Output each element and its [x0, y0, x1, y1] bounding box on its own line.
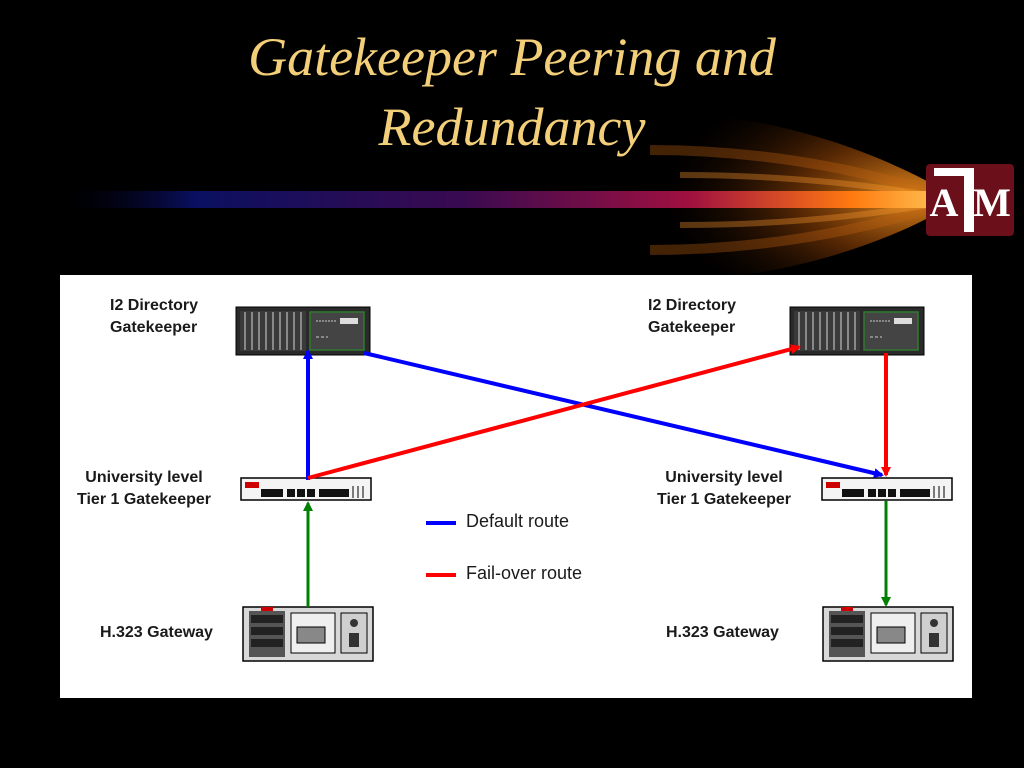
right-tier1-label-line-1: University level: [665, 469, 783, 486]
right-gateway-label: H.323 Gateway: [666, 624, 779, 641]
logo-letter-m: M: [973, 180, 1011, 225]
left-directory-gatekeeper-device: [235, 306, 371, 356]
right-directory-label-line-2: Gatekeeper: [648, 319, 736, 336]
failover-route-left-tier1-to-right-directory: [307, 344, 801, 480]
decorative-light-beam: [60, 111, 977, 280]
right-directory-label: I2 Directory Gatekeeper: [648, 295, 736, 339]
diagram-panel: I2 Directory Gatekeeper I2 Directory Gat…: [60, 275, 972, 698]
left-tier1-label-line-2: Tier 1 Gatekeeper: [76, 491, 211, 508]
legend-label-failover-route: Fail-over route: [466, 563, 583, 583]
default-route-left-directory-to-right-tier1: [363, 351, 884, 479]
left-directory-label-line-1: I2 Directory: [110, 297, 199, 314]
left-gateway-label: H.323 Gateway: [100, 624, 213, 641]
legend-label-default-route: Default route: [466, 511, 570, 531]
slide-title: Gatekeeper Peering and Redundancy: [0, 22, 1024, 162]
texas-am-logo: A M: [926, 164, 1014, 236]
left-tier1-label: University level Tier 1 Gatekeeper: [68, 467, 220, 511]
right-directory-label-line-1: I2 Directory: [648, 297, 737, 314]
right-h323-gateway-device: [822, 606, 954, 662]
title-line-2: Redundancy: [378, 97, 646, 157]
right-tier1-label: University level Tier 1 Gatekeeper: [648, 467, 800, 511]
right-tier1-gatekeeper-device: [821, 477, 953, 501]
title-line-1: Gatekeeper Peering and: [248, 27, 776, 87]
left-directory-label-line-2: Gatekeeper: [110, 319, 198, 336]
left-directory-label: I2 Directory Gatekeeper: [110, 295, 198, 339]
left-tier1-gatekeeper-device: [240, 477, 372, 501]
right-tier1-label-line-2: Tier 1 Gatekeeper: [656, 491, 791, 508]
logo-letter-a: A: [930, 180, 959, 225]
left-tier1-label-line-1: University level: [85, 469, 203, 486]
left-h323-gateway-device: [242, 606, 374, 662]
right-directory-gatekeeper-device: [789, 306, 925, 356]
network-diagram: [235, 306, 954, 662]
